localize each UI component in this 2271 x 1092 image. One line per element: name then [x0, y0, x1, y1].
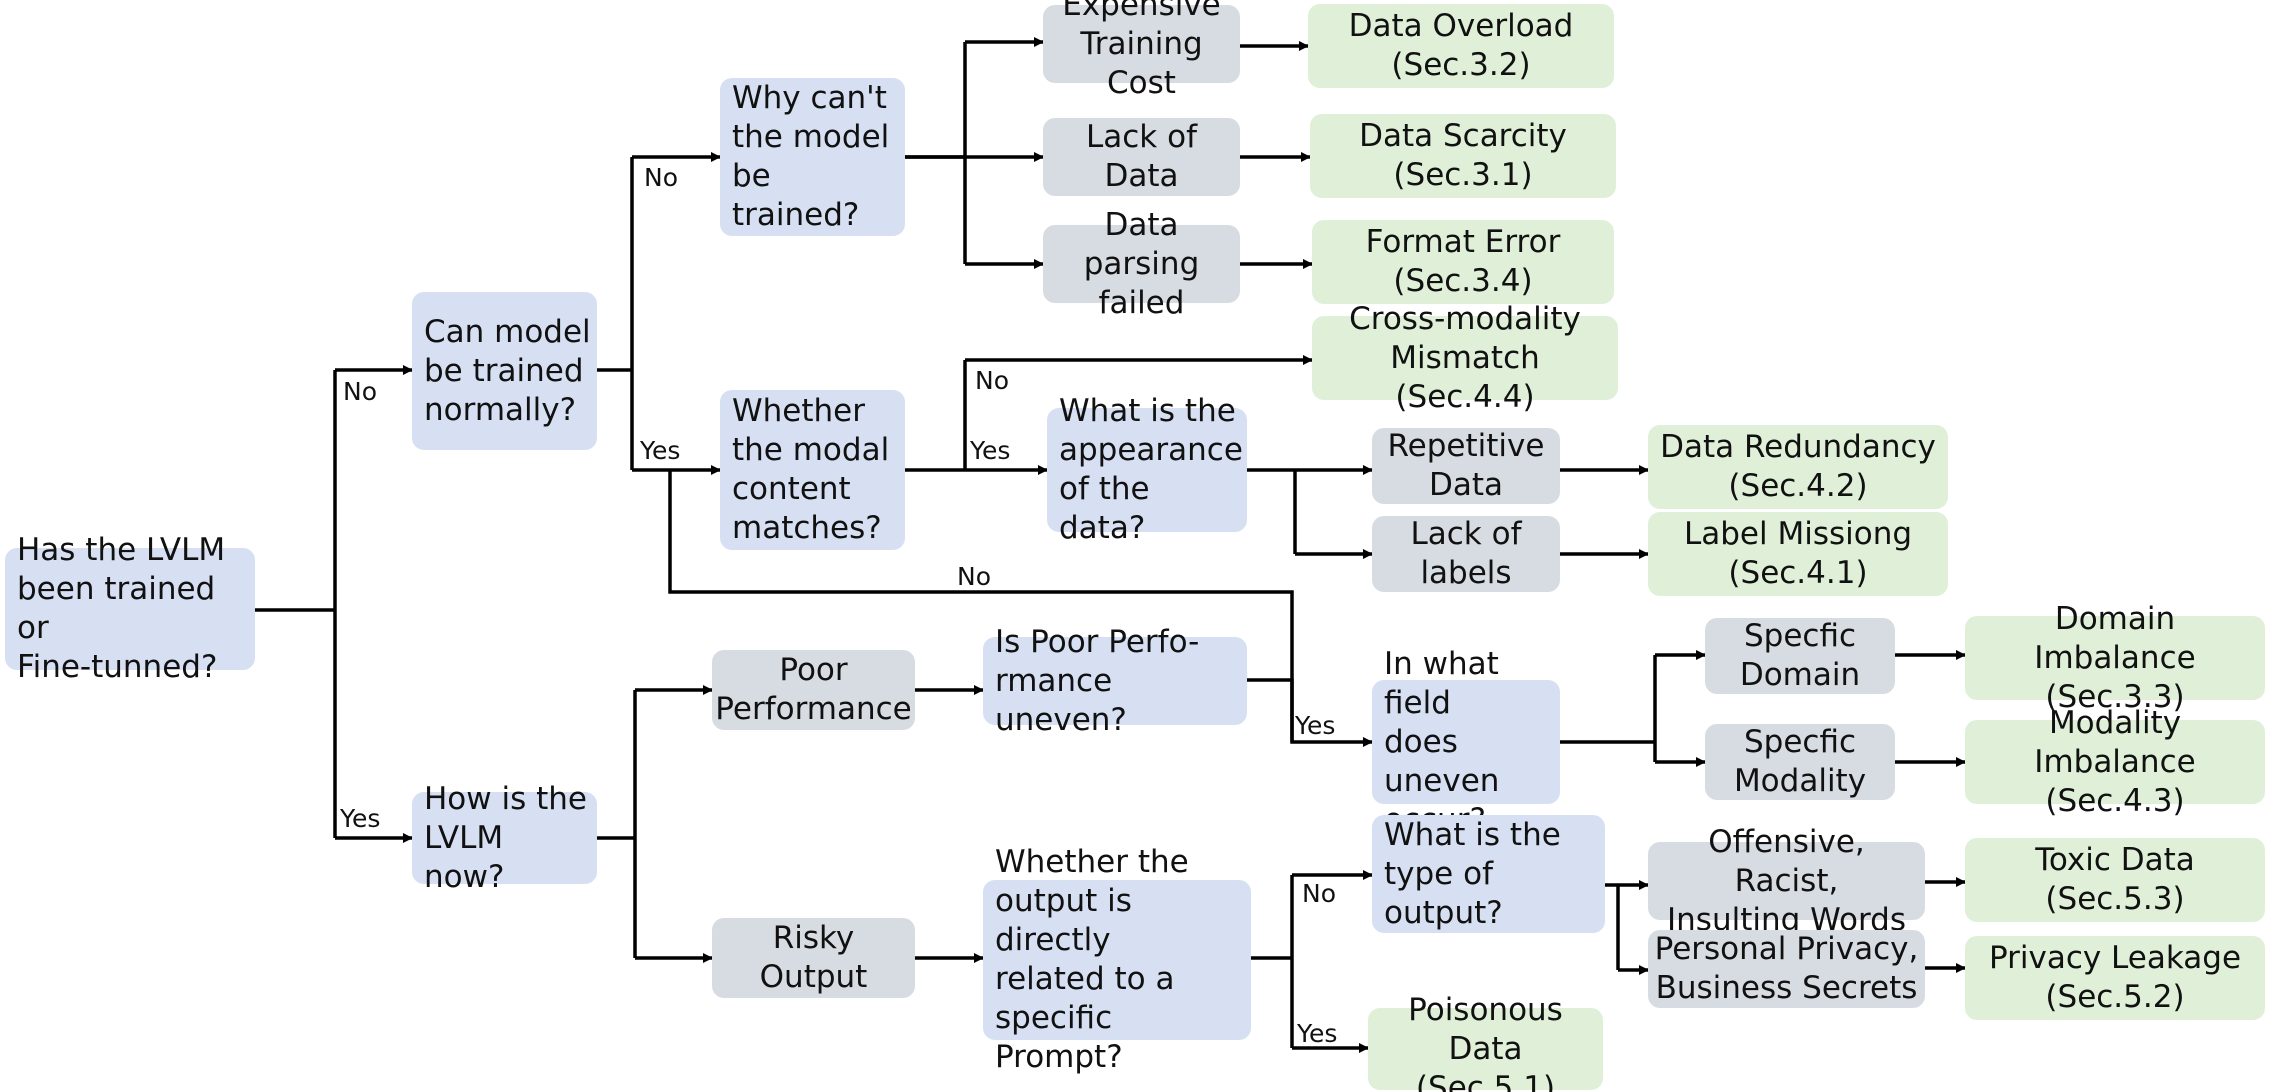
result-poisonous-data: Poisonous Data (Sec.5.1): [1368, 992, 1603, 1092]
edge-label-yes: Yes: [340, 804, 381, 833]
edge-label-no: No: [957, 562, 991, 591]
result-domain-imbalance: Domain Imbalance (Sec.3.3): [1965, 601, 2265, 715]
node-field-uneven: In what field does uneven occur?: [1372, 646, 1560, 838]
node-privacy-secrets: Personal Privacy, Business Secrets: [1648, 930, 1925, 1008]
edge-label-yes: Yes: [640, 436, 681, 465]
node-specific-modality: Specfic Modality: [1705, 724, 1895, 800]
node-data-parsing-failed: Data parsing failed: [1043, 207, 1240, 321]
result-data-overload: Data Overload (Sec.3.2): [1308, 4, 1614, 88]
node-why-cant-model-be-trained: Why can't the model be trained?: [720, 78, 905, 236]
result-format-error: Format Error (Sec.3.4): [1312, 220, 1614, 304]
node-lack-of-data: Lack of Data: [1043, 118, 1240, 196]
node-risky-output: Risky Output: [712, 918, 915, 998]
node-poor-performance: Poor Performance: [712, 650, 915, 730]
node-lack-of-labels: Lack of labels: [1372, 516, 1560, 592]
node-how-is-lvlm-now: How is the LVLM now?: [412, 781, 597, 895]
result-toxic-data: Toxic Data (Sec.5.3): [1965, 838, 2265, 922]
edge-label-yes: Yes: [1295, 711, 1336, 740]
node-type-of-output: What is the type of output?: [1372, 815, 1605, 933]
node-specific-domain: Specfic Domain: [1705, 618, 1895, 694]
result-label-missing: Label Missiong (Sec.4.1): [1648, 512, 1948, 596]
result-data-scarcity: Data Scarcity (Sec.3.1): [1310, 114, 1616, 198]
node-modal-content-matches: Whether the modal content matches?: [720, 390, 905, 550]
edge-label-no: No: [1302, 879, 1336, 908]
node-expensive-training-cost: Expensive Training Cost: [1043, 0, 1240, 101]
result-cross-modality-mismatch: Cross-modality Mismatch (Sec.4.4): [1312, 301, 1618, 415]
node-appearance-of-data: What is the appearance of the data?: [1047, 393, 1247, 546]
result-modality-imbalance: Modality Imbalance (Sec.4.3): [1965, 705, 2265, 819]
edge-label-no: No: [343, 377, 377, 406]
result-data-redundancy: Data Redundancy (Sec.4.2): [1648, 425, 1948, 509]
edge-label-no: No: [644, 163, 678, 192]
node-output-related-to-prompt: Whether the output is directly related t…: [983, 844, 1251, 1075]
edge-label-yes: Yes: [970, 436, 1011, 465]
node-repetitive-data: Repetitive Data: [1372, 428, 1560, 504]
node-offensive-words: Offensive, Racist, Insulting Words: [1648, 824, 1925, 938]
node-poor-performance-uneven: Is Poor Perfo- rmance uneven?: [983, 624, 1247, 738]
result-privacy-leakage: Privacy Leakage (Sec.5.2): [1965, 936, 2265, 1020]
node-can-model-be-trained: Can model be trained normally?: [412, 292, 597, 450]
edge-label-no: No: [975, 366, 1009, 395]
edge-label-yes: Yes: [1297, 1019, 1338, 1048]
node-has-lvlm-been-trained: Has the LVLM been trained or Fine-tunned…: [5, 532, 255, 685]
